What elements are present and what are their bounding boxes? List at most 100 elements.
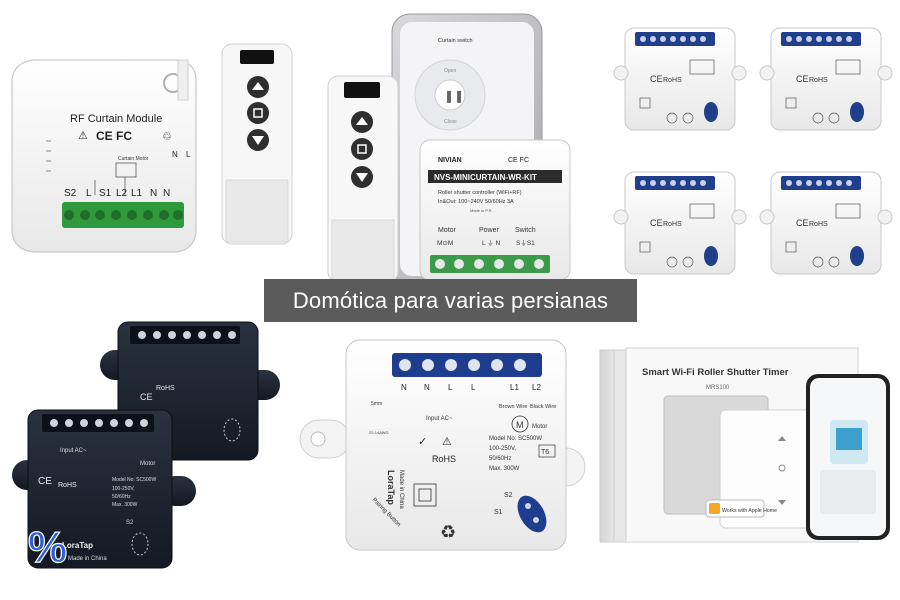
rf-top-terminal-l: L <box>186 150 191 159</box>
small-white-module: CE RoHS <box>759 27 893 131</box>
dark-rohs: RoHS <box>58 482 77 489</box>
motor-symbol-icon <box>511 415 529 433</box>
lt-rohs: RoHS <box>432 454 456 464</box>
lt-warning-icon: ⚠ <box>442 436 452 448</box>
stop-button-icon <box>247 102 269 124</box>
down-arrow-icon <box>778 500 786 505</box>
lt-rating3: Max. 300W <box>489 466 520 472</box>
svg-text:RoHS: RoHS <box>809 77 828 84</box>
small-white-module: CE RoHS <box>759 171 893 275</box>
apple-home-label: Works with Apple Home <box>722 508 777 514</box>
rf-terminal-label: L1 <box>131 188 143 199</box>
svg-text:%: % <box>28 523 67 572</box>
lt-terminal-label: N <box>424 383 430 392</box>
meross-box-title: Smart Wi-Fi Roller Shutter Timer <box>642 367 789 378</box>
dark-module-back: CE RoHS <box>100 321 280 461</box>
discount-percent-icon: % <box>27 522 67 572</box>
rf-terminal-label: L2 <box>116 188 128 199</box>
lt-awg: 22-14AWG <box>369 430 389 435</box>
ce-mark: CE <box>38 476 52 487</box>
phone-header: Curtain switch <box>438 38 473 44</box>
lt-black: Black Wire <box>530 404 556 410</box>
svg-text:RoHS: RoHS <box>663 77 682 84</box>
dark-module-front: Input AC~ CE RoHS Model No: SC500W 100-2… <box>12 409 196 569</box>
svg-text:RoHS: RoHS <box>156 385 175 392</box>
lt-terminal-label: N <box>401 383 407 392</box>
svg-text:CE: CE <box>650 74 663 84</box>
nivian-val-switch: S⏚S1 <box>516 239 535 247</box>
nivian-val-power: L ⏚ N <box>482 239 500 247</box>
phone-open: Open <box>444 68 456 74</box>
dark-rating2: 50/60Hz <box>112 494 131 500</box>
dark-made: Made in China <box>68 556 107 562</box>
green-terminal-block <box>430 255 550 273</box>
lt-s1: S1 <box>494 509 503 516</box>
apple-home-badge: Works with Apple Home <box>705 499 777 518</box>
green-terminal-block <box>62 202 184 228</box>
meross-box-model: MRS100 <box>706 385 730 391</box>
dark-s2: S2 <box>126 520 134 526</box>
rf-terminal-label: S1 <box>99 188 112 199</box>
loratap-white-module: N N L L L1 L2 5mm 22-14AWG Input AC~ Bro… <box>299 339 586 551</box>
stop-button-icon <box>351 138 373 160</box>
warning-icon: ⚠ <box>78 130 88 142</box>
lt-temp: T6 <box>541 449 549 456</box>
recycle-icon: ♻ <box>440 522 456 542</box>
rf-remote-control <box>327 75 399 283</box>
lt-terminal-label: L <box>471 383 476 392</box>
svg-text:CE: CE <box>796 218 809 228</box>
svg-text:RoHS: RoHS <box>809 221 828 228</box>
caption-banner: Domótica para varias persianas <box>264 279 637 322</box>
nivian-desc2: In&Out: 100~240V 50/60Hz 3A <box>438 199 514 205</box>
lt-check-icon: ✓ <box>418 436 427 448</box>
small-white-module: CE RoHS <box>613 27 747 131</box>
lt-terminal-label: L2 <box>532 383 541 392</box>
lt-model: Model No: SC500W <box>489 436 542 442</box>
stop-circle-icon <box>778 464 786 472</box>
phone-close: Close <box>444 119 457 125</box>
nivian-model: NVS-MINICURTAIN-WR-KIT <box>434 173 537 182</box>
rf-terminal-label: S2 <box>64 188 77 199</box>
dark-input-label: Input AC~ <box>60 448 87 454</box>
nivian-col-motor: Motor <box>438 227 457 234</box>
dark-model: Model No: SC500W <box>112 477 156 483</box>
rf-terminal-label: N <box>163 188 170 199</box>
weee-bin-icon: ♲ <box>162 131 172 143</box>
lt-brand: LoraTap <box>386 470 396 505</box>
rf-title: RF Curtain Module <box>70 113 162 125</box>
up-arrow-icon <box>778 436 786 441</box>
lt-made: Made in China <box>398 470 404 509</box>
lt-input: Input AC~ <box>426 416 453 422</box>
nivian-val-motor: M⊙M <box>437 240 453 247</box>
rf-certs: CE FC <box>96 129 132 143</box>
rf-curtain-module: RF Curtain Module CE FC ⚠ ♲ Curtain Moto… <box>11 59 197 253</box>
dark-rating3: Max. 300W <box>112 502 138 508</box>
dark-brand: LoraTap <box>62 541 93 550</box>
lt-terminal-label: L <box>448 383 453 392</box>
meross-package: Smart Wi-Fi Roller Shutter Timer MRS100 … <box>599 347 890 543</box>
svg-text:M: M <box>516 420 524 430</box>
home-app-icon <box>709 503 720 514</box>
svg-text:CE: CE <box>796 74 809 84</box>
lt-terminal-label: L1 <box>510 383 519 392</box>
nivian-col-power: Power <box>479 227 500 234</box>
dark-rating1: 100-250V, <box>112 486 135 492</box>
rf-terminal-label: L <box>86 188 92 199</box>
nivian-made: Made in P.R. <box>470 208 493 213</box>
caption-text: Domótica para varias persianas <box>292 287 609 313</box>
pause-icon: ❚❚ <box>444 89 464 103</box>
svg-text:CE: CE <box>650 218 663 228</box>
blue-terminal-block <box>392 353 542 377</box>
small-module-grid: CE RoHS CE RoHS CE RoHS <box>613 27 893 275</box>
lt-motor: Motor <box>532 424 547 430</box>
lt-brown: Brown Wire <box>499 404 527 410</box>
rf-remote-control <box>221 43 293 245</box>
svg-text:CE: CE <box>140 392 153 402</box>
dark-motor: Motor <box>140 461 155 467</box>
pairing-button <box>517 495 547 533</box>
rf-motor-label: Curtain Motor <box>118 156 149 162</box>
small-white-module: CE RoHS <box>613 171 747 275</box>
nivian-col-switch: Switch <box>515 227 536 234</box>
lt-wire-len: 5mm <box>371 401 382 407</box>
